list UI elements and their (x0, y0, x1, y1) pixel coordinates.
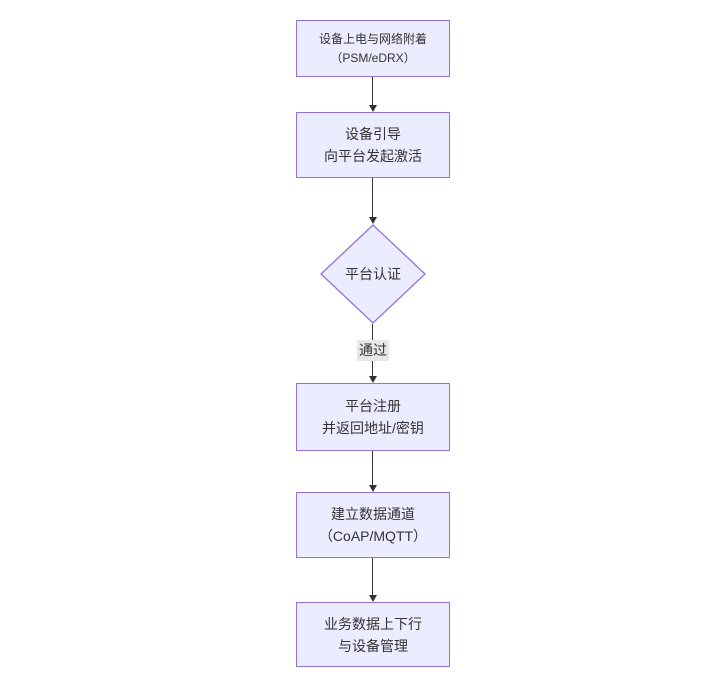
node-channel: 建立数据通道 （CoAP/MQTT） (296, 492, 450, 558)
node-business: 业务数据上下行 与设备管理 (296, 602, 450, 667)
arrowhead-register-icon (369, 376, 377, 383)
node-auth-label: 平台认证 (345, 266, 401, 282)
node-business-line2: 与设备管理 (338, 637, 408, 654)
diamond-shape (320, 224, 426, 324)
edge-power-to-bootstrap (372, 77, 373, 105)
node-power-attach-line2: （PSM/eDRX） (330, 50, 416, 65)
arrowhead-auth-icon (369, 217, 377, 224)
node-power-attach-label: 设备上电与网络附着 （PSM/eDRX） (319, 30, 427, 68)
arrowhead-bootstrap-icon (369, 105, 377, 112)
node-business-line1: 业务数据上下行 (324, 615, 422, 632)
node-bootstrap-line1: 设备引导 (345, 126, 401, 142)
node-power-attach-line1: 设备上电与网络附着 (318, 31, 427, 46)
edge-label-pass: 通过 (357, 340, 389, 361)
node-channel-label: 建立数据通道 （CoAP/MQTT） (319, 503, 427, 547)
node-register-line2: 并返回地址/密钥 (322, 420, 424, 436)
node-business-label: 业务数据上下行 与设备管理 (324, 613, 422, 657)
edge-bootstrap-to-auth (372, 178, 373, 217)
node-register-line1: 平台注册 (344, 398, 401, 414)
node-register-label: 平台注册 并返回地址/密钥 (322, 395, 424, 439)
node-register: 平台注册 并返回地址/密钥 (296, 383, 450, 451)
node-bootstrap-label: 设备引导 向平台发起激活 (324, 123, 422, 167)
arrowhead-channel-icon (369, 485, 377, 492)
node-channel-line2: （CoAP/MQTT） (318, 528, 428, 544)
node-auth-decision: 平台认证 (320, 224, 426, 324)
node-channel-line1: 建立数据通道 (331, 506, 415, 522)
edge-register-to-channel (372, 451, 373, 485)
arrowhead-business-icon (369, 595, 377, 602)
node-bootstrap: 设备引导 向平台发起激活 (296, 112, 450, 178)
node-bootstrap-line2: 向平台发起激活 (324, 148, 422, 164)
edge-channel-to-business (372, 558, 373, 595)
node-power-attach: 设备上电与网络附着 （PSM/eDRX） (296, 20, 450, 77)
